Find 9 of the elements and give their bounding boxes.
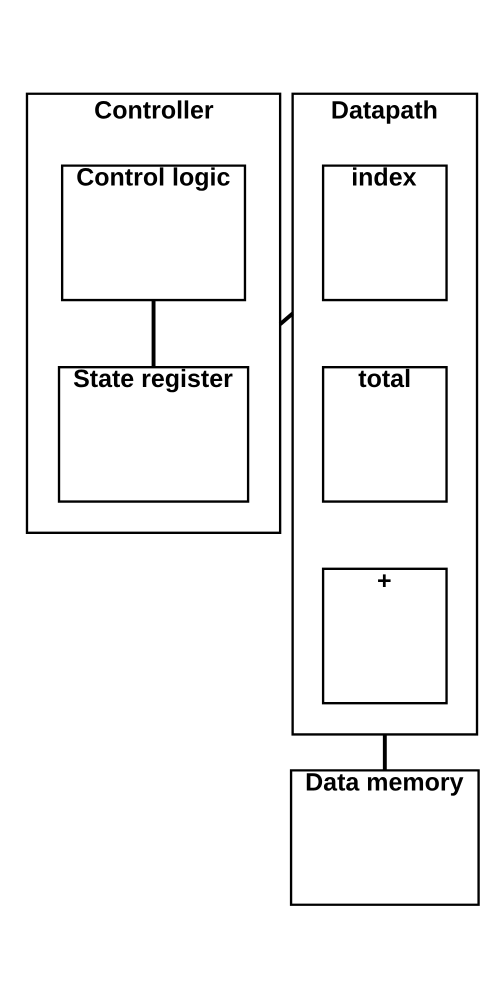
node-box: State register — [58, 366, 250, 503]
connector — [152, 300, 156, 368]
node-box: total — [322, 366, 448, 503]
node-box: Data memory — [290, 769, 480, 906]
node-box: index — [322, 164, 448, 302]
connector — [382, 734, 387, 770]
node-box: + — [322, 568, 448, 704]
connector — [278, 312, 294, 326]
node-box: Control logic — [60, 164, 246, 302]
